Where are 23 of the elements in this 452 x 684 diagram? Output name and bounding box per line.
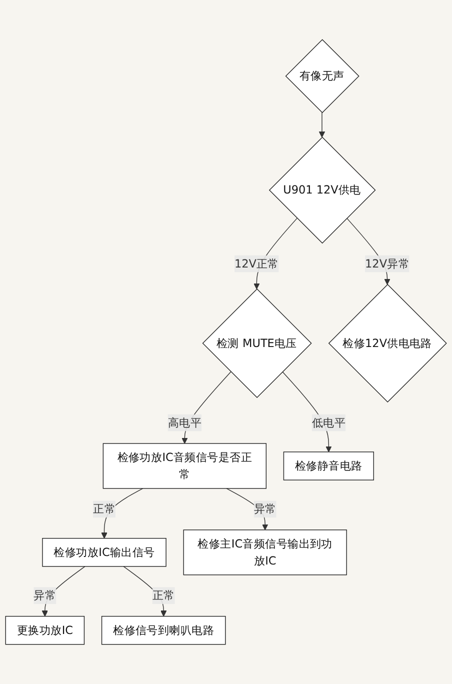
arrow bbox=[101, 488, 144, 539]
arrow bbox=[226, 488, 268, 530]
node-diamond: 检测 MUTE电压 bbox=[202, 288, 312, 398]
node-box: 检修静音电路 bbox=[283, 452, 374, 480]
arrow bbox=[42, 566, 86, 617]
node-box: 检修主IC音频信号输出到功放IC bbox=[183, 530, 347, 576]
arrow bbox=[123, 566, 167, 617]
node-box: 更换功放IC bbox=[5, 616, 85, 645]
edge-label: 正常 bbox=[93, 502, 116, 516]
node-box: 检修功放IC输出信号 bbox=[42, 538, 166, 567]
node-diamond: 检修12V供电电路 bbox=[328, 284, 447, 403]
node-diamond: U901 12V供电 bbox=[268, 136, 376, 244]
edge-label: 12V异常 bbox=[365, 256, 410, 270]
edge-label: 高电平 bbox=[168, 416, 202, 430]
edge-label: 异常 bbox=[34, 588, 56, 602]
node-box: 检修功放IC音频信号是否正常 bbox=[102, 443, 267, 489]
node-box: 检修信号到喇叭电路 bbox=[101, 616, 226, 645]
arrow bbox=[318, 112, 326, 138]
edge-label: 12V正常 bbox=[234, 256, 279, 270]
edge-label: 异常 bbox=[254, 502, 276, 516]
node-diamond: 有像无声 bbox=[285, 39, 360, 114]
edge-label: 低电平 bbox=[312, 416, 346, 430]
edge-label: 正常 bbox=[152, 588, 175, 602]
